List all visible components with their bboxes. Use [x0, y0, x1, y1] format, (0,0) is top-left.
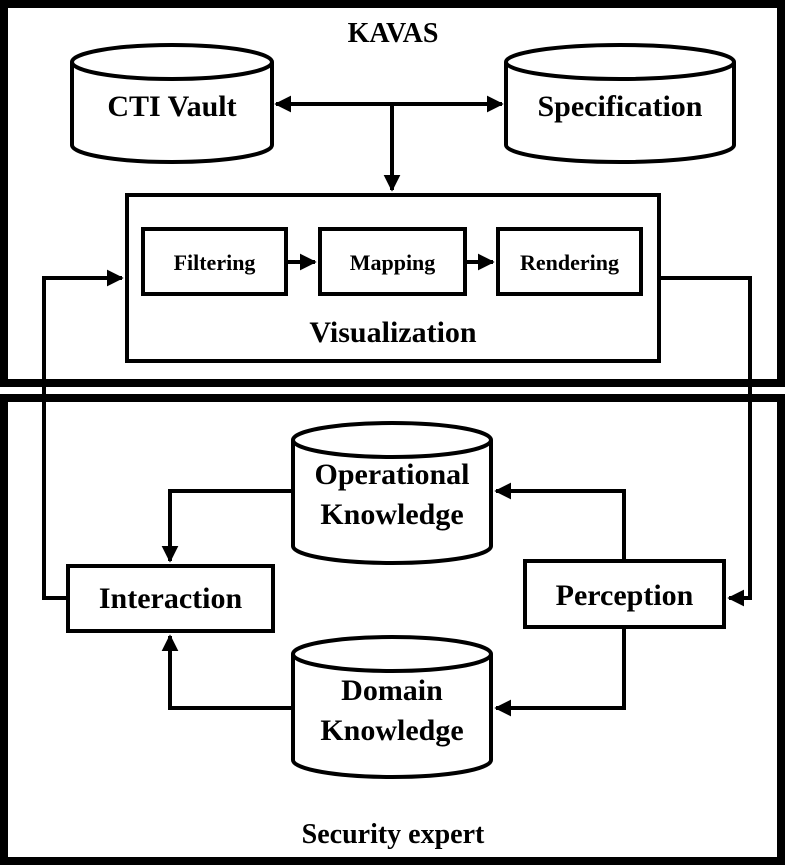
operational-knowledge-line2: Knowledge: [320, 498, 463, 531]
perception-box: [523, 559, 726, 629]
domain-to-interaction-arrow: [161, 634, 293, 710]
rendering-box: [496, 227, 643, 296]
cti-vault-label: CTI Vault: [107, 90, 236, 123]
perception-to-domain-arrow: [494, 627, 626, 717]
interaction-to-visualization-arrow: [42, 269, 124, 600]
domain-knowledge-database: Domain Knowledge: [291, 635, 493, 779]
operational-knowledge-line1: Operational: [315, 458, 470, 491]
security-expert-title: Security expert: [302, 819, 485, 850]
domain-knowledge-line1: Domain: [341, 674, 443, 707]
specification-database: Specification: [504, 43, 736, 164]
mapping-box: [318, 227, 467, 296]
specification-label: Specification: [538, 90, 703, 123]
perception-to-operational-arrow: [494, 482, 626, 561]
perception-label: Perception: [556, 579, 694, 612]
operational-to-interaction-arrow: [161, 489, 293, 563]
kavas-frame: [0, 0, 785, 387]
cti-vault-database: CTI Vault: [70, 43, 274, 164]
filtering-label: Filtering: [174, 250, 256, 275]
domain-knowledge-line2: Knowledge: [320, 714, 463, 747]
mapping-label: Mapping: [350, 250, 436, 275]
operational-knowledge-database: Operational Knowledge: [291, 421, 493, 565]
visualization-title: Visualization: [309, 316, 477, 349]
rendering-label: Rendering: [520, 250, 619, 275]
interaction-box: [66, 564, 275, 633]
rendering-to-perception-arrow: [659, 276, 752, 607]
security-expert-frame: [0, 394, 785, 865]
kavas-title: KAVAS: [348, 18, 439, 49]
interaction-label: Interaction: [99, 582, 243, 615]
